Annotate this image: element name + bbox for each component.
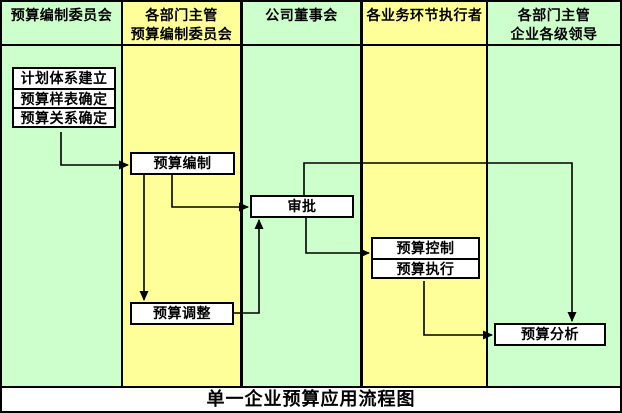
lane-header: 公司董事会 <box>243 2 360 25</box>
lane-budget-committee: 预算编制委员会 <box>2 2 123 386</box>
node-budget-execute: 预算执行 <box>373 258 478 277</box>
node-plan-system: 计划体系建立 <box>20 70 108 86</box>
diagram-title: 单一企业预算应用流程图 <box>2 386 620 411</box>
node-control-execute-stack: 预算控制 预算执行 <box>371 237 480 279</box>
node-budget-adjust: 预算调整 <box>130 302 234 325</box>
node-budget-sample: 预算样表确定 <box>14 88 114 107</box>
lane-dept-managers: 各部门主管 预算编制委员会 <box>123 2 243 386</box>
node-budget-adjust-label: 预算调整 <box>153 305 211 321</box>
node-budget-compile: 预算编制 <box>130 152 235 175</box>
lane-header-line2: 预算编制委员会 <box>130 26 233 42</box>
lane-header-line1: 预算编制委员会 <box>10 7 113 23</box>
lane-header-line1: 公司董事会 <box>265 7 338 23</box>
lane-header-line2: 企业各级领导 <box>510 26 598 42</box>
node-preparation-stack: 计划体系建立 预算样表确定 预算关系确定 <box>12 67 116 128</box>
node-approve-label: 审批 <box>287 198 317 214</box>
lane-header: 各部门主管 预算编制委员会 <box>123 2 240 44</box>
node-budget-analyze: 预算分析 <box>494 323 606 346</box>
lane-header: 预算编制委员会 <box>2 2 121 25</box>
node-budget-analyze-label: 预算分析 <box>521 326 579 342</box>
lane-header-line1: 各业务环节执行者 <box>366 7 483 23</box>
node-budget-control: 预算控制 <box>396 240 455 256</box>
header-separator-line <box>2 44 620 46</box>
node-approve: 审批 <box>250 195 354 218</box>
lane-header: 各业务环节执行者 <box>363 2 486 25</box>
lane-header-line1: 各部门主管 <box>145 7 218 23</box>
lane-header-line1: 各部门主管 <box>517 7 591 23</box>
lane-board-of-directors: 公司董事会 <box>243 2 363 386</box>
lane-header: 各部门主管 企业各级领导 <box>488 2 620 44</box>
lane-business-executors: 各业务环节执行者 <box>363 2 488 386</box>
node-budget-relation: 预算关系确定 <box>14 107 114 126</box>
node-budget-compile-label: 预算编制 <box>153 155 212 171</box>
